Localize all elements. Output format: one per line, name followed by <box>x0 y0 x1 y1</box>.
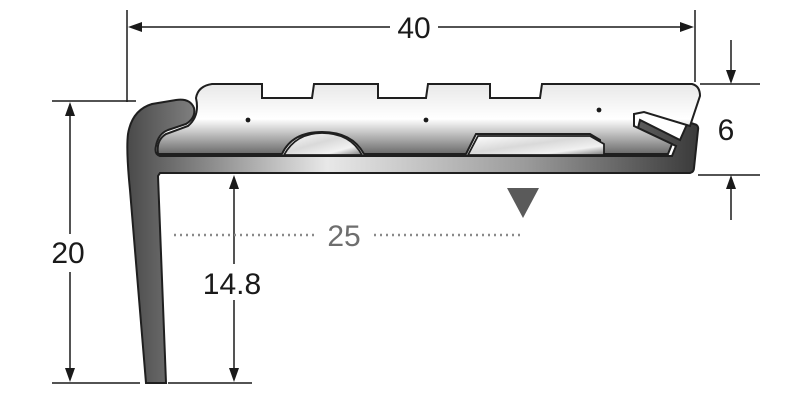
dim-inner-14-8: 14.8 <box>168 175 261 384</box>
dim-width-40: 40 <box>126 10 696 102</box>
profile-boss <box>282 132 364 156</box>
screw-dot-2 <box>423 117 429 123</box>
screw-dot-1 <box>245 117 251 123</box>
dim-tread-25: 25 <box>174 220 522 253</box>
dim-label-tread: 25 <box>327 220 360 253</box>
screw-dot-3 <box>596 107 602 113</box>
dim-label-width: 40 <box>397 12 430 45</box>
dim-label-inner: 14.8 <box>203 268 261 301</box>
profile-tread <box>156 83 702 155</box>
profile-leg <box>126 98 700 384</box>
dim-leg-20: 20 <box>51 100 140 384</box>
dim-label-leg: 20 <box>51 237 84 270</box>
triangle-down-icon <box>507 188 539 218</box>
profile-channel <box>466 135 605 156</box>
dim-nose-6: 6 <box>698 40 760 220</box>
profile-body <box>126 83 702 384</box>
dim-label-nose: 6 <box>718 114 735 147</box>
